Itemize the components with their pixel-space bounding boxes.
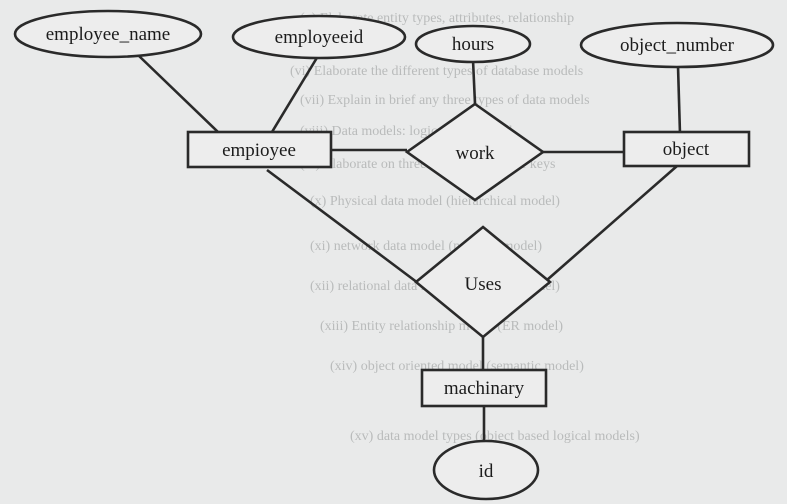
entity-employee: empioyee xyxy=(186,130,333,169)
attribute-label: hours xyxy=(452,34,494,55)
entity-box xyxy=(186,130,333,169)
relationship-work: work xyxy=(404,102,546,202)
entity-label: machinary xyxy=(444,378,525,399)
relationship-diamond xyxy=(413,225,553,339)
edge-object-uses xyxy=(546,165,678,281)
edge-object_number-object xyxy=(676,65,682,135)
attribute-ellipse xyxy=(13,9,203,59)
edge-employee-uses xyxy=(266,168,419,285)
attribute-label: object_number xyxy=(620,35,735,56)
attribute-employee_name: employee_name xyxy=(13,9,203,59)
attribute-label: employeeid xyxy=(275,27,364,48)
connectors xyxy=(137,54,682,440)
attribute-ellipse xyxy=(231,14,407,60)
entity-label: empioyee xyxy=(222,140,296,161)
attribute-object_number: object_number xyxy=(579,21,775,69)
attribute-ellipse xyxy=(432,439,540,501)
attribute-id: id xyxy=(432,439,540,501)
attribute-label: id xyxy=(479,461,494,482)
entity-object: object xyxy=(622,130,751,168)
attribute-employeeid: employeeid xyxy=(231,14,407,60)
attribute-ellipse xyxy=(414,24,532,64)
entity-box xyxy=(420,368,548,408)
attribute-label: employee_name xyxy=(46,24,171,45)
ghost-line: (xiii) Entity relationship model (ER mod… xyxy=(320,319,563,334)
attribute-ellipse xyxy=(579,21,775,69)
relationship-label: work xyxy=(455,143,495,164)
entity-machinary: machinary xyxy=(420,368,548,408)
ghost-line: (x) Physical data model (hierarchical mo… xyxy=(310,194,560,209)
entity-label: object xyxy=(663,139,710,160)
relationship-label: Uses xyxy=(465,274,502,295)
relationship-diamond xyxy=(404,102,546,202)
attribute-hours: hours xyxy=(414,24,532,64)
edge-employeeid-employee xyxy=(270,55,320,133)
entity-box xyxy=(622,130,751,168)
edge-hours-work xyxy=(471,59,477,105)
ghost-line: (xv) data model types (object based logi… xyxy=(350,429,640,444)
ghost-line: (vii) Explain in brief any three types o… xyxy=(300,93,590,108)
ghost-line: (vi) Elaborate the different types of da… xyxy=(290,64,583,79)
edge-employee_name-employee xyxy=(137,54,219,133)
relationship-uses: Uses xyxy=(413,225,553,339)
